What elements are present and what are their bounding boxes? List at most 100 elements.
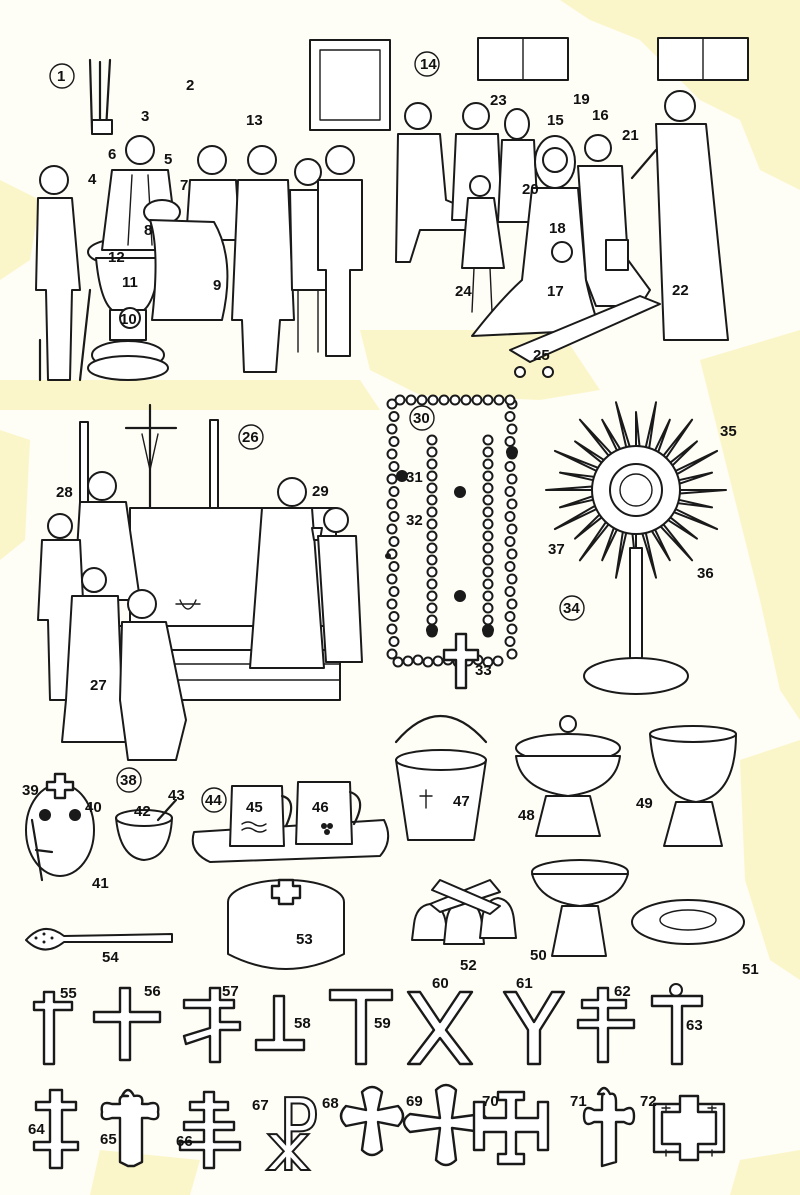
cross-62 xyxy=(576,986,636,1064)
priest-with-chalice xyxy=(249,477,325,669)
section-circle-1 xyxy=(49,63,75,89)
christening-robe xyxy=(149,219,229,321)
label-65: 65 xyxy=(100,1131,117,1148)
label-50: 50 xyxy=(530,947,547,964)
monstrance-stem xyxy=(629,547,643,667)
monstrance-base xyxy=(583,657,689,695)
monstrance xyxy=(545,401,727,695)
cross-71 xyxy=(582,1086,636,1168)
rosary xyxy=(385,394,518,690)
label-36: 36 xyxy=(697,565,714,582)
label-9: 9 xyxy=(213,277,221,294)
holy-oil-set xyxy=(25,767,178,882)
label-18: 18 xyxy=(549,220,566,237)
cross-61 xyxy=(502,990,566,1066)
label-26: 26 xyxy=(242,429,259,446)
cross-70 xyxy=(472,1090,550,1166)
label-16: 16 xyxy=(592,107,609,124)
candle-left xyxy=(79,421,89,505)
label-40: 40 xyxy=(85,799,102,816)
wedding-scene xyxy=(309,37,749,378)
label-53: 53 xyxy=(296,931,313,948)
label-24: 24 xyxy=(455,283,472,300)
label-38: 38 xyxy=(120,772,137,789)
label-62: 62 xyxy=(614,983,631,1000)
label-10: 10 xyxy=(120,311,137,328)
label-28: 28 xyxy=(56,484,73,501)
seated-guest xyxy=(395,102,471,263)
woman-receiving xyxy=(317,507,363,663)
label-27: 27 xyxy=(90,677,107,694)
label-14: 14 xyxy=(420,56,437,73)
label-52: 52 xyxy=(460,957,477,974)
mother-with-child xyxy=(143,145,241,321)
section-circle-34 xyxy=(559,595,585,621)
label-13: 13 xyxy=(246,112,263,129)
paten-plate xyxy=(631,899,745,945)
label-39: 39 xyxy=(22,782,39,799)
label-4: 4 xyxy=(88,171,97,188)
rosary-crucifix xyxy=(442,632,480,690)
label-43: 43 xyxy=(168,787,185,804)
section-circle-38 xyxy=(116,767,142,793)
window-left xyxy=(309,39,391,131)
label-44: 44 xyxy=(205,792,222,809)
man-figure-right xyxy=(317,145,363,357)
label-47: 47 xyxy=(453,793,470,810)
label-60: 60 xyxy=(432,975,449,992)
cruet-tray xyxy=(191,819,390,863)
label-7: 7 xyxy=(180,177,188,194)
cross-69 xyxy=(402,1083,490,1167)
bride xyxy=(471,135,601,337)
label-12: 12 xyxy=(108,249,125,266)
communion-scene xyxy=(37,403,363,761)
label-20: 20 xyxy=(522,181,539,198)
candle-right xyxy=(209,419,219,521)
label-33: 33 xyxy=(475,662,492,679)
label-34: 34 xyxy=(563,600,580,617)
label-30: 30 xyxy=(413,410,430,427)
label-69: 69 xyxy=(406,1093,423,1110)
holy-water-bucket xyxy=(394,714,488,841)
label-22: 22 xyxy=(672,282,689,299)
cross-67-chi-rho: ☧ xyxy=(260,1096,323,1189)
label-31: 31 xyxy=(406,469,423,486)
label-67: 67 xyxy=(252,1097,269,1114)
label-49: 49 xyxy=(636,795,653,812)
section-circle-44 xyxy=(201,787,227,813)
cruet-wine xyxy=(295,781,353,845)
label-55: 55 xyxy=(60,985,77,1002)
label-19: 19 xyxy=(573,91,590,108)
label-37: 37 xyxy=(548,541,565,558)
cross-65 xyxy=(100,1088,160,1168)
label-56: 56 xyxy=(144,983,161,1000)
cross-57 xyxy=(182,986,242,1064)
aspergillum xyxy=(25,928,173,951)
label-15: 15 xyxy=(547,112,564,129)
label-25: 25 xyxy=(533,347,550,364)
number-labels: 1 2 3 4 5 6 7 8 9 10 11 12 13 14 15 16 1… xyxy=(22,56,759,1150)
minister xyxy=(630,90,729,341)
cruets-set xyxy=(191,781,390,863)
label-48: 48 xyxy=(518,807,535,824)
label-66: 66 xyxy=(176,1133,193,1150)
cruet-water xyxy=(229,785,285,847)
label-54: 54 xyxy=(102,949,119,966)
cross-72 xyxy=(652,1094,726,1162)
label-8: 8 xyxy=(144,222,152,239)
cross-68 xyxy=(339,1085,405,1157)
groom xyxy=(577,134,651,307)
label-57: 57 xyxy=(222,983,239,1000)
cross-56 xyxy=(92,986,162,1062)
label-64: 64 xyxy=(28,1121,45,1138)
label-61: 61 xyxy=(516,975,533,992)
label-71: 71 xyxy=(570,1093,587,1110)
cross-60 xyxy=(406,990,474,1066)
flower-girl xyxy=(461,175,505,313)
label-1: 1 xyxy=(57,68,65,85)
label-46: 46 xyxy=(312,799,329,816)
label-21: 21 xyxy=(622,127,639,144)
godfather-figure xyxy=(231,145,295,373)
